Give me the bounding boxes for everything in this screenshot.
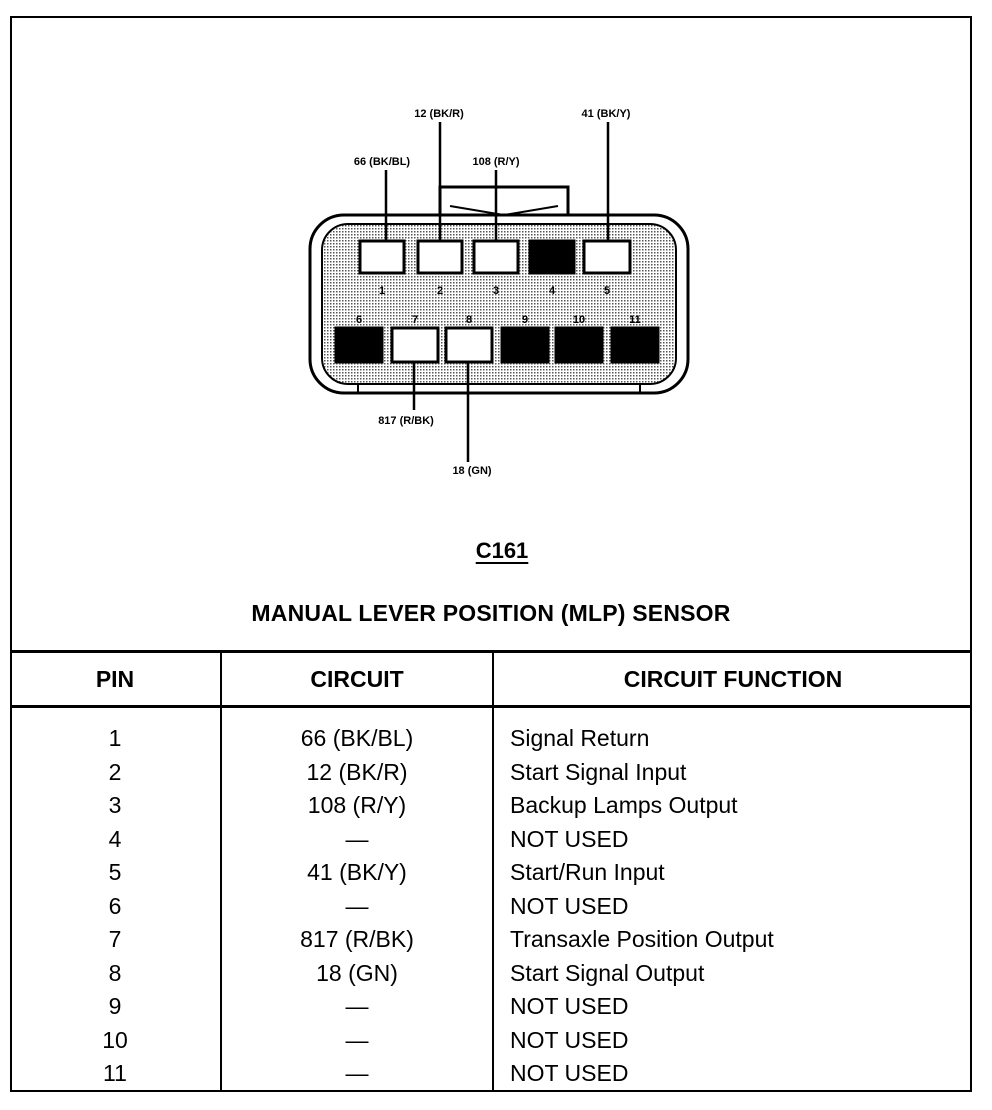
pin-table-header: PIN CIRCUIT CIRCUIT FUNCTION (10, 650, 972, 708)
cavity-pin-6 (334, 326, 384, 364)
pin-cell: 5 (108, 859, 122, 885)
table-row: 3 108 (R/Y) Backup Lamps Output (10, 789, 972, 823)
cavity-pin-4 (528, 239, 576, 275)
circuit-cell: — (220, 889, 493, 923)
pin-cell: 4 (108, 825, 122, 852)
table-row: 5 41 (BK/Y) Start/Run Input (10, 856, 972, 890)
pin-cell: 11 (103, 1060, 127, 1086)
circuit-cell: 66 (BK/BL) (220, 706, 493, 756)
cavity-pin-9 (500, 326, 550, 364)
pin-table: PIN CIRCUIT CIRCUIT FUNCTION 1 66 (BK/BL… (10, 650, 972, 1091)
cavity-number-4: 4 (549, 285, 556, 297)
connector-sheet: 1 2 3 4 5 6 7 8 9 10 11 66 (BK/BL) 12 (B… (10, 16, 972, 1092)
connector-id: C161 (475, 538, 529, 563)
function-cell: Backup Lamps Output (492, 789, 972, 823)
function-cell: Start/Run Input (492, 856, 972, 890)
function-cell: NOT USED (492, 1057, 972, 1091)
circuit-cell: 817 (R/BK) (220, 923, 493, 957)
circuit-cell: — (220, 990, 493, 1024)
table-row: 9 — NOT USED (10, 990, 972, 1024)
cavity-pin-8 (444, 326, 494, 364)
header-pin: PIN (10, 650, 221, 708)
wire-label-pin-2: 12 (BK/R) (414, 108, 464, 120)
circuit-cell: — (220, 1023, 493, 1057)
pin-cell: 3 (108, 792, 122, 818)
cavity-pin-5 (582, 239, 632, 275)
cavity-pin-11 (610, 326, 660, 364)
table-row: 1 66 (BK/BL) Signal Return (10, 706, 972, 756)
cavity-pin-7 (390, 326, 440, 364)
pin-cell: 1 (108, 725, 122, 751)
wire-label-pin-3: 108 (R/Y) (472, 156, 519, 168)
header-circuit-function: CIRCUIT FUNCTION (492, 650, 972, 708)
cavity-pin-3 (472, 239, 520, 275)
wire-label-pin-7: 817 (R/BK) (378, 415, 434, 427)
cavity-pin-10 (554, 326, 604, 364)
cavity-number-1: 1 (379, 285, 385, 297)
cavity-number-9: 9 (522, 314, 528, 326)
wire-leaders (384, 122, 610, 462)
cavity-number-11: 11 (629, 314, 641, 326)
circuit-cell: 41 (BK/Y) (220, 856, 493, 890)
sensor-title: MANUAL LEVER POSITION (MLP) SENSOR (251, 600, 731, 626)
circuit-cell: 18 (GN) (220, 956, 493, 990)
pin-cell: 2 (108, 758, 122, 785)
function-cell: NOT USED (492, 990, 972, 1024)
table-row: 10 — NOT USED (10, 1023, 972, 1057)
function-cell: Start Signal Output (492, 956, 972, 990)
table-row: 2 12 (BK/R) Start Signal Input (10, 755, 972, 789)
connector-face-drawing: 1 2 3 4 5 6 7 8 9 10 11 66 (BK/BL) 12 (B… (308, 108, 690, 477)
pin-cell: 6 (108, 892, 122, 919)
table-row: 4 — NOT USED (10, 822, 972, 856)
circuit-cell: 12 (BK/R) (220, 755, 493, 789)
circuit-cell: — (220, 1057, 493, 1091)
function-cell: Signal Return (492, 706, 972, 756)
wire-label-pin-1: 66 (BK/BL) (354, 156, 411, 168)
header-circuit: CIRCUIT (220, 650, 493, 708)
table-row: 6 — NOT USED (10, 889, 972, 923)
circuit-cell: 108 (R/Y) (220, 789, 493, 823)
function-cell: NOT USED (492, 1023, 972, 1057)
wire-label-pin-8: 18 (GN) (452, 465, 491, 477)
function-cell: Start Signal Input (492, 755, 972, 789)
pin-cell: 7 (108, 926, 122, 952)
cavity-number-10: 10 (573, 314, 585, 326)
cavity-number-8: 8 (466, 314, 472, 326)
cavity-pin-1 (358, 239, 406, 275)
table-row: 7 817 (R/BK) Transaxle Position Output (10, 923, 972, 957)
cavity-number-7: 7 (412, 314, 418, 326)
pin-cell: 10 (102, 1026, 128, 1053)
cavity-number-5: 5 (604, 285, 610, 297)
function-cell: Transaxle Position Output (492, 923, 972, 957)
pin-cell: 9 (108, 993, 122, 1019)
cavity-number-3: 3 (493, 285, 499, 297)
connector-diagram: 1 2 3 4 5 6 7 8 9 10 11 66 (BK/BL) 12 (B… (12, 18, 970, 650)
function-cell: NOT USED (492, 822, 972, 856)
wire-label-pin-5: 41 (BK/Y) (582, 108, 631, 120)
cavity-number-6: 6 (356, 314, 362, 326)
function-cell: NOT USED (492, 889, 972, 923)
table-row: 11 — NOT USED (10, 1057, 972, 1091)
cavity-number-2: 2 (437, 285, 443, 297)
table-row: 8 18 (GN) Start Signal Output (10, 956, 972, 990)
circuit-cell: — (220, 822, 493, 856)
cavity-pin-2 (416, 239, 464, 275)
pin-cell: 8 (108, 959, 122, 986)
